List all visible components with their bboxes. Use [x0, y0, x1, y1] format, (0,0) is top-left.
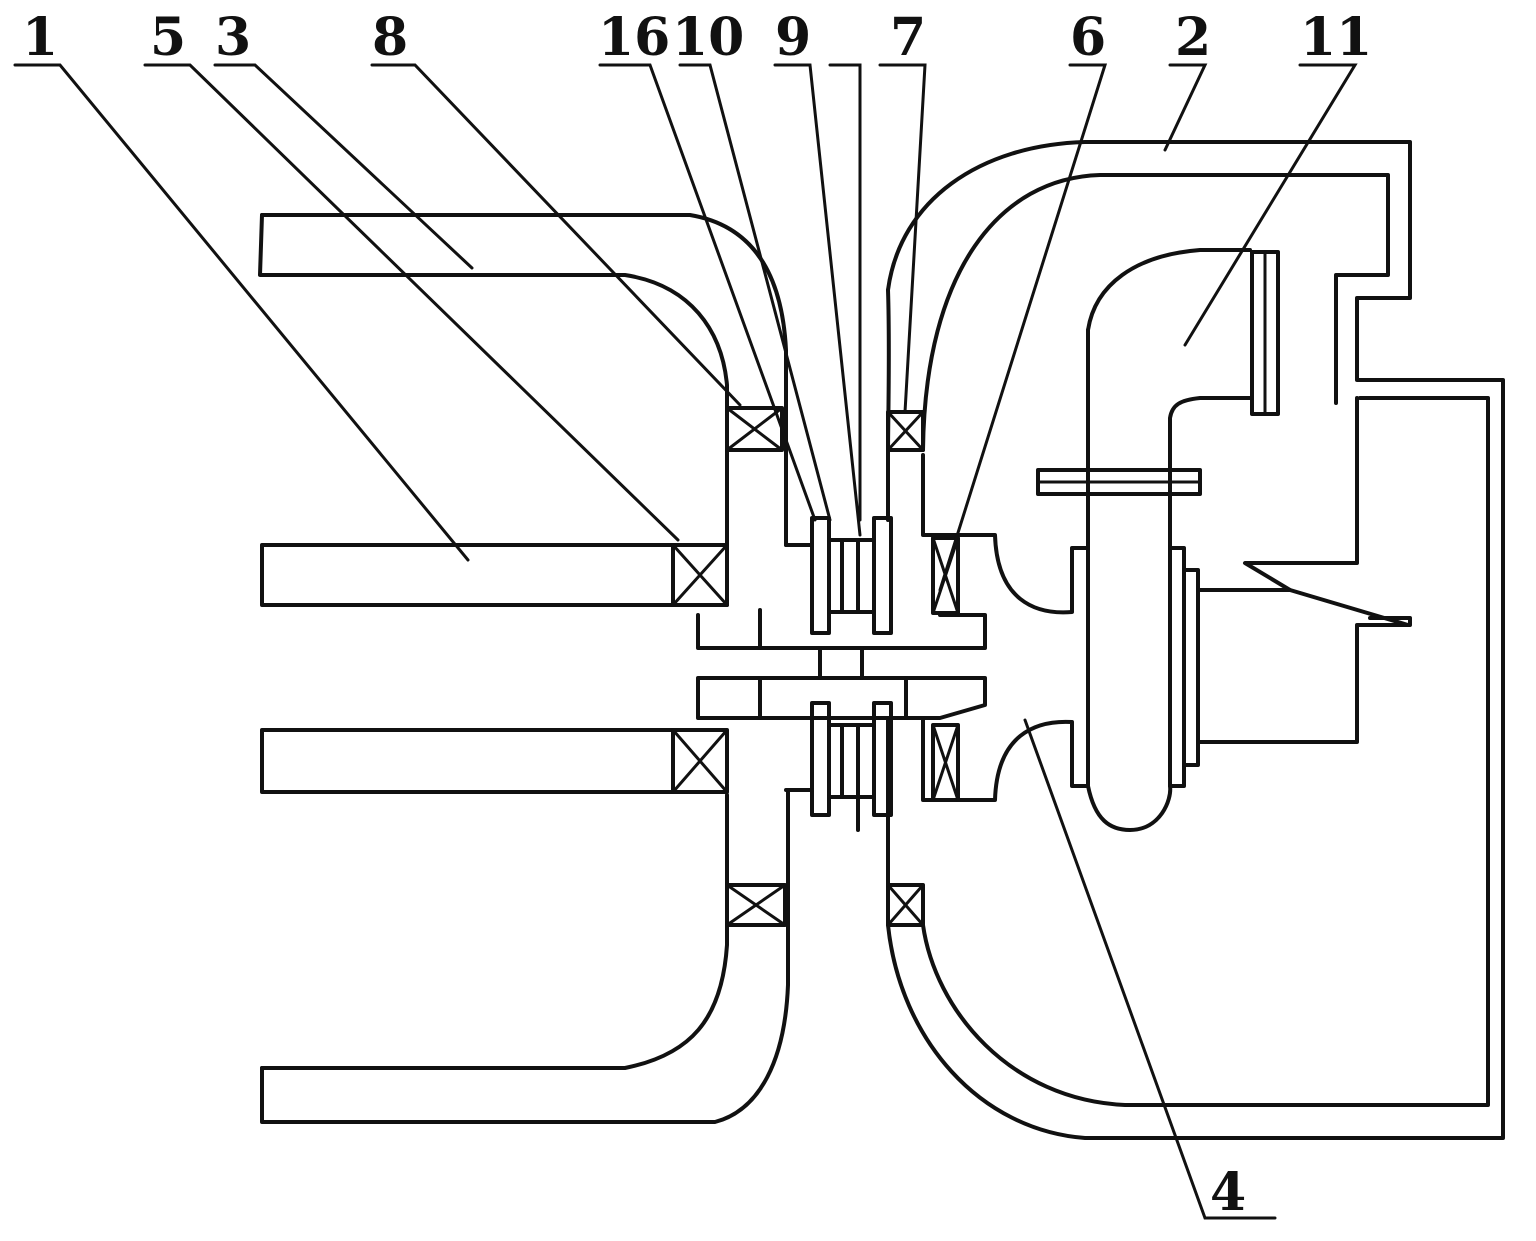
label-11: 11: [1300, 7, 1372, 68]
label-6: 6: [1070, 7, 1106, 68]
shaft-tube: [260, 543, 675, 794]
label-10: 10: [672, 7, 744, 68]
label-7: 7: [890, 7, 926, 68]
label-4: 4: [1210, 1162, 1246, 1223]
label-1: 1: [22, 7, 58, 68]
label-8: 8: [372, 7, 408, 68]
callout-labels: 1 5 3 8 16 10 9 7 6 2 11 4: [22, 7, 1372, 1223]
leader-lines: [13, 63, 1358, 1220]
label-9: 9: [775, 7, 811, 68]
upper-left-channel: [258, 213, 788, 607]
volute: [956, 248, 1412, 832]
label-3: 3: [215, 7, 251, 68]
central-hub: [696, 288, 987, 887]
label-16: 16: [598, 7, 670, 68]
lower-left-channel: [260, 788, 790, 1124]
bearings: [671, 406, 960, 927]
label-5: 5: [150, 7, 186, 68]
label-2: 2: [1175, 7, 1211, 68]
outer-casing: [886, 140, 1505, 1140]
